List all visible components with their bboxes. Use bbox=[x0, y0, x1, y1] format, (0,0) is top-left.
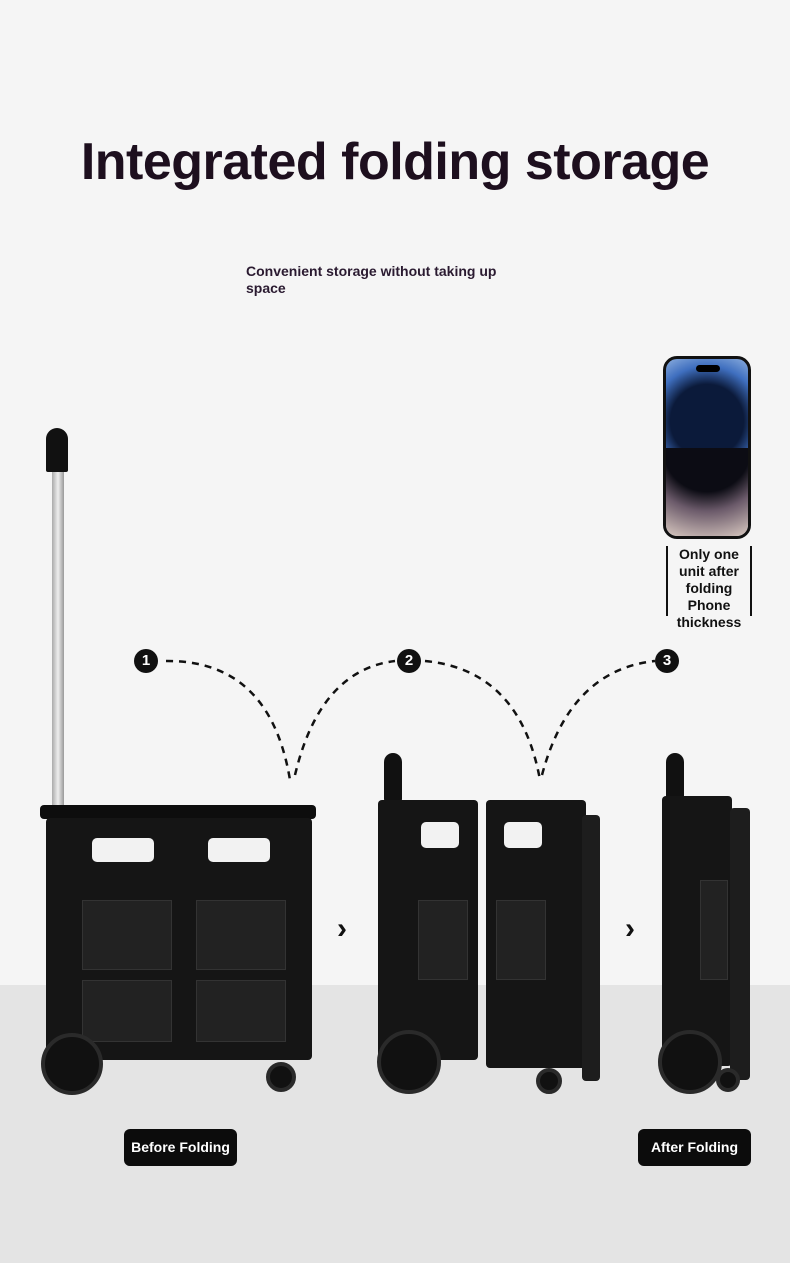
step-3-badge: 3 bbox=[655, 649, 679, 673]
phone-image bbox=[663, 356, 751, 539]
note-line: Only one bbox=[679, 546, 739, 562]
step-2-badge: 2 bbox=[397, 649, 421, 673]
note-line: folding bbox=[685, 580, 733, 596]
note-line: unit after bbox=[679, 563, 739, 579]
page-title: Integrated folding storage bbox=[80, 133, 710, 191]
after-folding-label: After Folding bbox=[638, 1129, 751, 1166]
phone-thickness-note: Only one unit after folding Phone thickn… bbox=[666, 546, 752, 630]
step-1-badge: 1 bbox=[134, 649, 158, 673]
arrow-chevron-right-icon: › bbox=[337, 912, 347, 945]
dashed-arcs bbox=[165, 659, 656, 781]
note-line: thickness bbox=[676, 614, 742, 630]
note-line: Phone bbox=[687, 597, 731, 613]
arrow-chevron-right-icon: › bbox=[625, 912, 635, 945]
before-folding-label: Before Folding bbox=[124, 1129, 237, 1166]
subtitle: Convenient storage without taking up spa… bbox=[246, 263, 497, 296]
